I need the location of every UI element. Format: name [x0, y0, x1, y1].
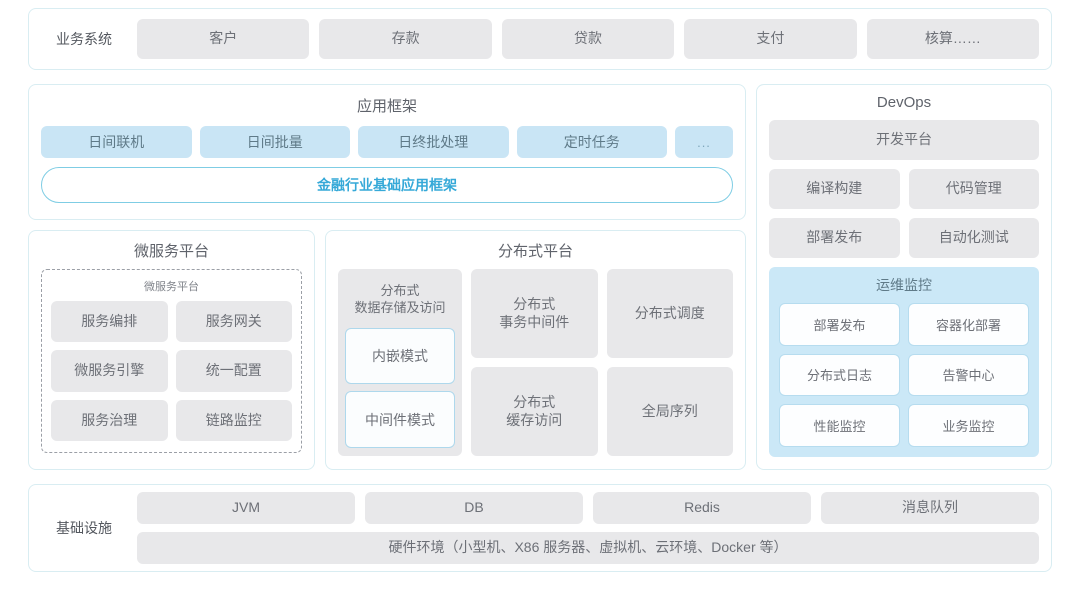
devops-grid: 编译构建 代码管理 部署发布 自动化测试	[769, 169, 1039, 258]
devops-title: DevOps	[876, 94, 932, 111]
dist-b1-line1: 分布式	[513, 394, 556, 410]
msp-item-service-governance[interactable]: 服务治理	[51, 399, 168, 441]
devops-item-deploy-release[interactable]: 部署发布	[769, 218, 900, 258]
devops-panel: DevOps 开发平台 编译构建 代码管理 部署发布 自动化测试 运维监控 部署…	[756, 84, 1052, 470]
dist-item-transaction-middleware[interactable]: 分布式 事务中间件	[471, 269, 598, 358]
msp-item-trace-monitoring[interactable]: 链路监控	[175, 399, 292, 441]
msp-item-unified-config[interactable]: 统一配置	[175, 350, 292, 392]
business-systems-label: 业务系统	[56, 31, 112, 47]
microservice-platform-panel: 微服务平台 微服务平台 服务编排 服务网关 微服务引擎 统一配置 服务治理 链路…	[28, 230, 315, 470]
ops-item-business-monitoring[interactable]: 业务监控	[908, 404, 1029, 447]
infra-item-message-queue[interactable]: 消息队列	[821, 492, 1039, 524]
middle-left-column: 应用框架 日间联机 日间批量 日终批处理 定时任务 ... 金融行业基础应用框架…	[28, 84, 746, 470]
dist-b0-line2: 事务中间件	[499, 313, 570, 330]
business-item-customer[interactable]: 客户	[137, 19, 310, 59]
storage-mode-embedded[interactable]: 内嵌模式	[345, 327, 455, 385]
dist-item-cache-access[interactable]: 分布式 缓存访问	[471, 367, 598, 456]
devops-item-code-management[interactable]: 代码管理	[908, 169, 1039, 209]
appfw-tag-eod-batch[interactable]: 日终批处理	[358, 126, 509, 158]
infrastructure-label: 基础设施	[56, 520, 112, 536]
infra-item-redis[interactable]: Redis	[593, 492, 811, 524]
infrastructure-stack: JVM DB Redis 消息队列 硬件环境（小型机、X86 服务器、虚拟机、云…	[137, 492, 1039, 564]
msp-item-microservice-engine[interactable]: 微服务引擎	[51, 350, 168, 392]
infrastructure-panel: 基础设施 JVM DB Redis 消息队列 硬件环境（小型机、X86 服务器、…	[28, 484, 1052, 572]
distributed-data-storage-card[interactable]: 分布式 数据存储及访问 内嵌模式 中间件模式	[338, 269, 462, 456]
distributed-column-b: 分布式 事务中间件 分布式 缓存访问	[471, 269, 598, 456]
financial-base-framework-bar[interactable]: 金融行业基础应用框架	[41, 167, 733, 203]
infra-item-hardware-environment[interactable]: 硬件环境（小型机、X86 服务器、虚拟机、云环境、Docker 等）	[137, 532, 1039, 564]
storage-mode-middleware[interactable]: 中间件模式	[345, 391, 455, 448]
ops-monitoring-title: 运维监控	[876, 277, 932, 293]
business-item-payment[interactable]: 支付	[684, 19, 857, 59]
dist-item-global-sequence[interactable]: 全局序列	[606, 367, 733, 456]
appfw-tag-scheduled-task[interactable]: 定时任务	[516, 126, 667, 158]
ops-item-performance-monitoring[interactable]: 性能监控	[779, 404, 900, 447]
microservice-platform-title: 微服务平台	[133, 243, 209, 260]
application-framework-title: 应用框架	[356, 98, 417, 115]
ops-monitoring-grid: 部署发布 容器化部署 分布式日志 告警中心 性能监控 业务监控	[779, 303, 1029, 447]
storage-title-line2: 数据存储及访问	[354, 299, 446, 315]
dist-b1-line2: 缓存访问	[506, 411, 563, 428]
ops-item-distributed-logs[interactable]: 分布式日志	[779, 353, 900, 397]
microservice-platform-inner-box: 微服务平台 服务编排 服务网关 微服务引擎 统一配置 服务治理 链路监控	[41, 269, 302, 453]
distributed-platform-panel: 分布式平台 分布式 数据存储及访问 内嵌模式 中间件模式	[325, 230, 746, 470]
infra-item-jvm[interactable]: JVM	[137, 492, 355, 524]
storage-title-line1: 分布式	[380, 283, 420, 298]
application-framework-panel: 应用框架 日间联机 日间批量 日终批处理 定时任务 ... 金融行业基础应用框架	[28, 84, 746, 220]
msp-item-service-gateway[interactable]: 服务网关	[175, 301, 292, 343]
dist-b0-line1: 分布式	[513, 296, 556, 312]
microservice-platform-inner-title: 微服务平台	[144, 281, 199, 293]
ops-monitoring-panel: 运维监控 部署发布 容器化部署 分布式日志 告警中心 性能监控 业务监控	[769, 267, 1039, 457]
infra-item-db[interactable]: DB	[365, 492, 583, 524]
infrastructure-items-row: JVM DB Redis 消息队列	[137, 492, 1039, 524]
distributed-platform-title: 分布式平台	[497, 243, 573, 260]
distributed-platform-body: 分布式 数据存储及访问 内嵌模式 中间件模式 分布式	[338, 269, 733, 456]
devops-item-development-platform[interactable]: 开发平台	[769, 120, 1039, 160]
dist-item-scheduling[interactable]: 分布式调度	[606, 269, 733, 358]
business-item-deposit[interactable]: 存款	[319, 19, 492, 59]
distributed-column-c: 分布式调度 全局序列	[606, 269, 733, 456]
appfw-tag-more[interactable]: ...	[675, 126, 733, 158]
ops-item-deploy-release[interactable]: 部署发布	[779, 303, 900, 346]
ops-item-containerized-deploy[interactable]: 容器化部署	[908, 303, 1029, 346]
business-item-accounting[interactable]: 核算……	[866, 19, 1040, 59]
ops-item-alert-center[interactable]: 告警中心	[908, 353, 1029, 397]
platforms-band: 微服务平台 微服务平台 服务编排 服务网关 微服务引擎 统一配置 服务治理 链路…	[28, 230, 746, 470]
appfw-tag-daytime-batch[interactable]: 日间批量	[199, 126, 350, 158]
hardware-environment-row: 硬件环境（小型机、X86 服务器、虚拟机、云环境、Docker 等）	[137, 532, 1039, 564]
microservice-platform-grid: 服务编排 服务网关 微服务引擎 统一配置 服务治理 链路监控	[51, 301, 292, 441]
business-item-loan[interactable]: 贷款	[501, 19, 675, 59]
distributed-data-storage-title: 分布式 数据存储及访问	[345, 277, 455, 321]
distributed-storage-column: 分布式 数据存储及访问 内嵌模式 中间件模式	[338, 269, 462, 456]
business-systems-panel: 业务系统 客户 存款 贷款 支付 核算……	[28, 8, 1052, 70]
middle-region: 应用框架 日间联机 日间批量 日终批处理 定时任务 ... 金融行业基础应用框架…	[28, 84, 1052, 470]
msp-item-service-orchestration[interactable]: 服务编排	[51, 301, 168, 343]
appfw-tag-daytime-online[interactable]: 日间联机	[41, 126, 192, 158]
devops-item-compile-build[interactable]: 编译构建	[769, 169, 900, 209]
devops-item-automated-testing[interactable]: 自动化测试	[908, 218, 1039, 258]
application-framework-tags: 日间联机 日间批量 日终批处理 定时任务 ...	[41, 126, 733, 158]
